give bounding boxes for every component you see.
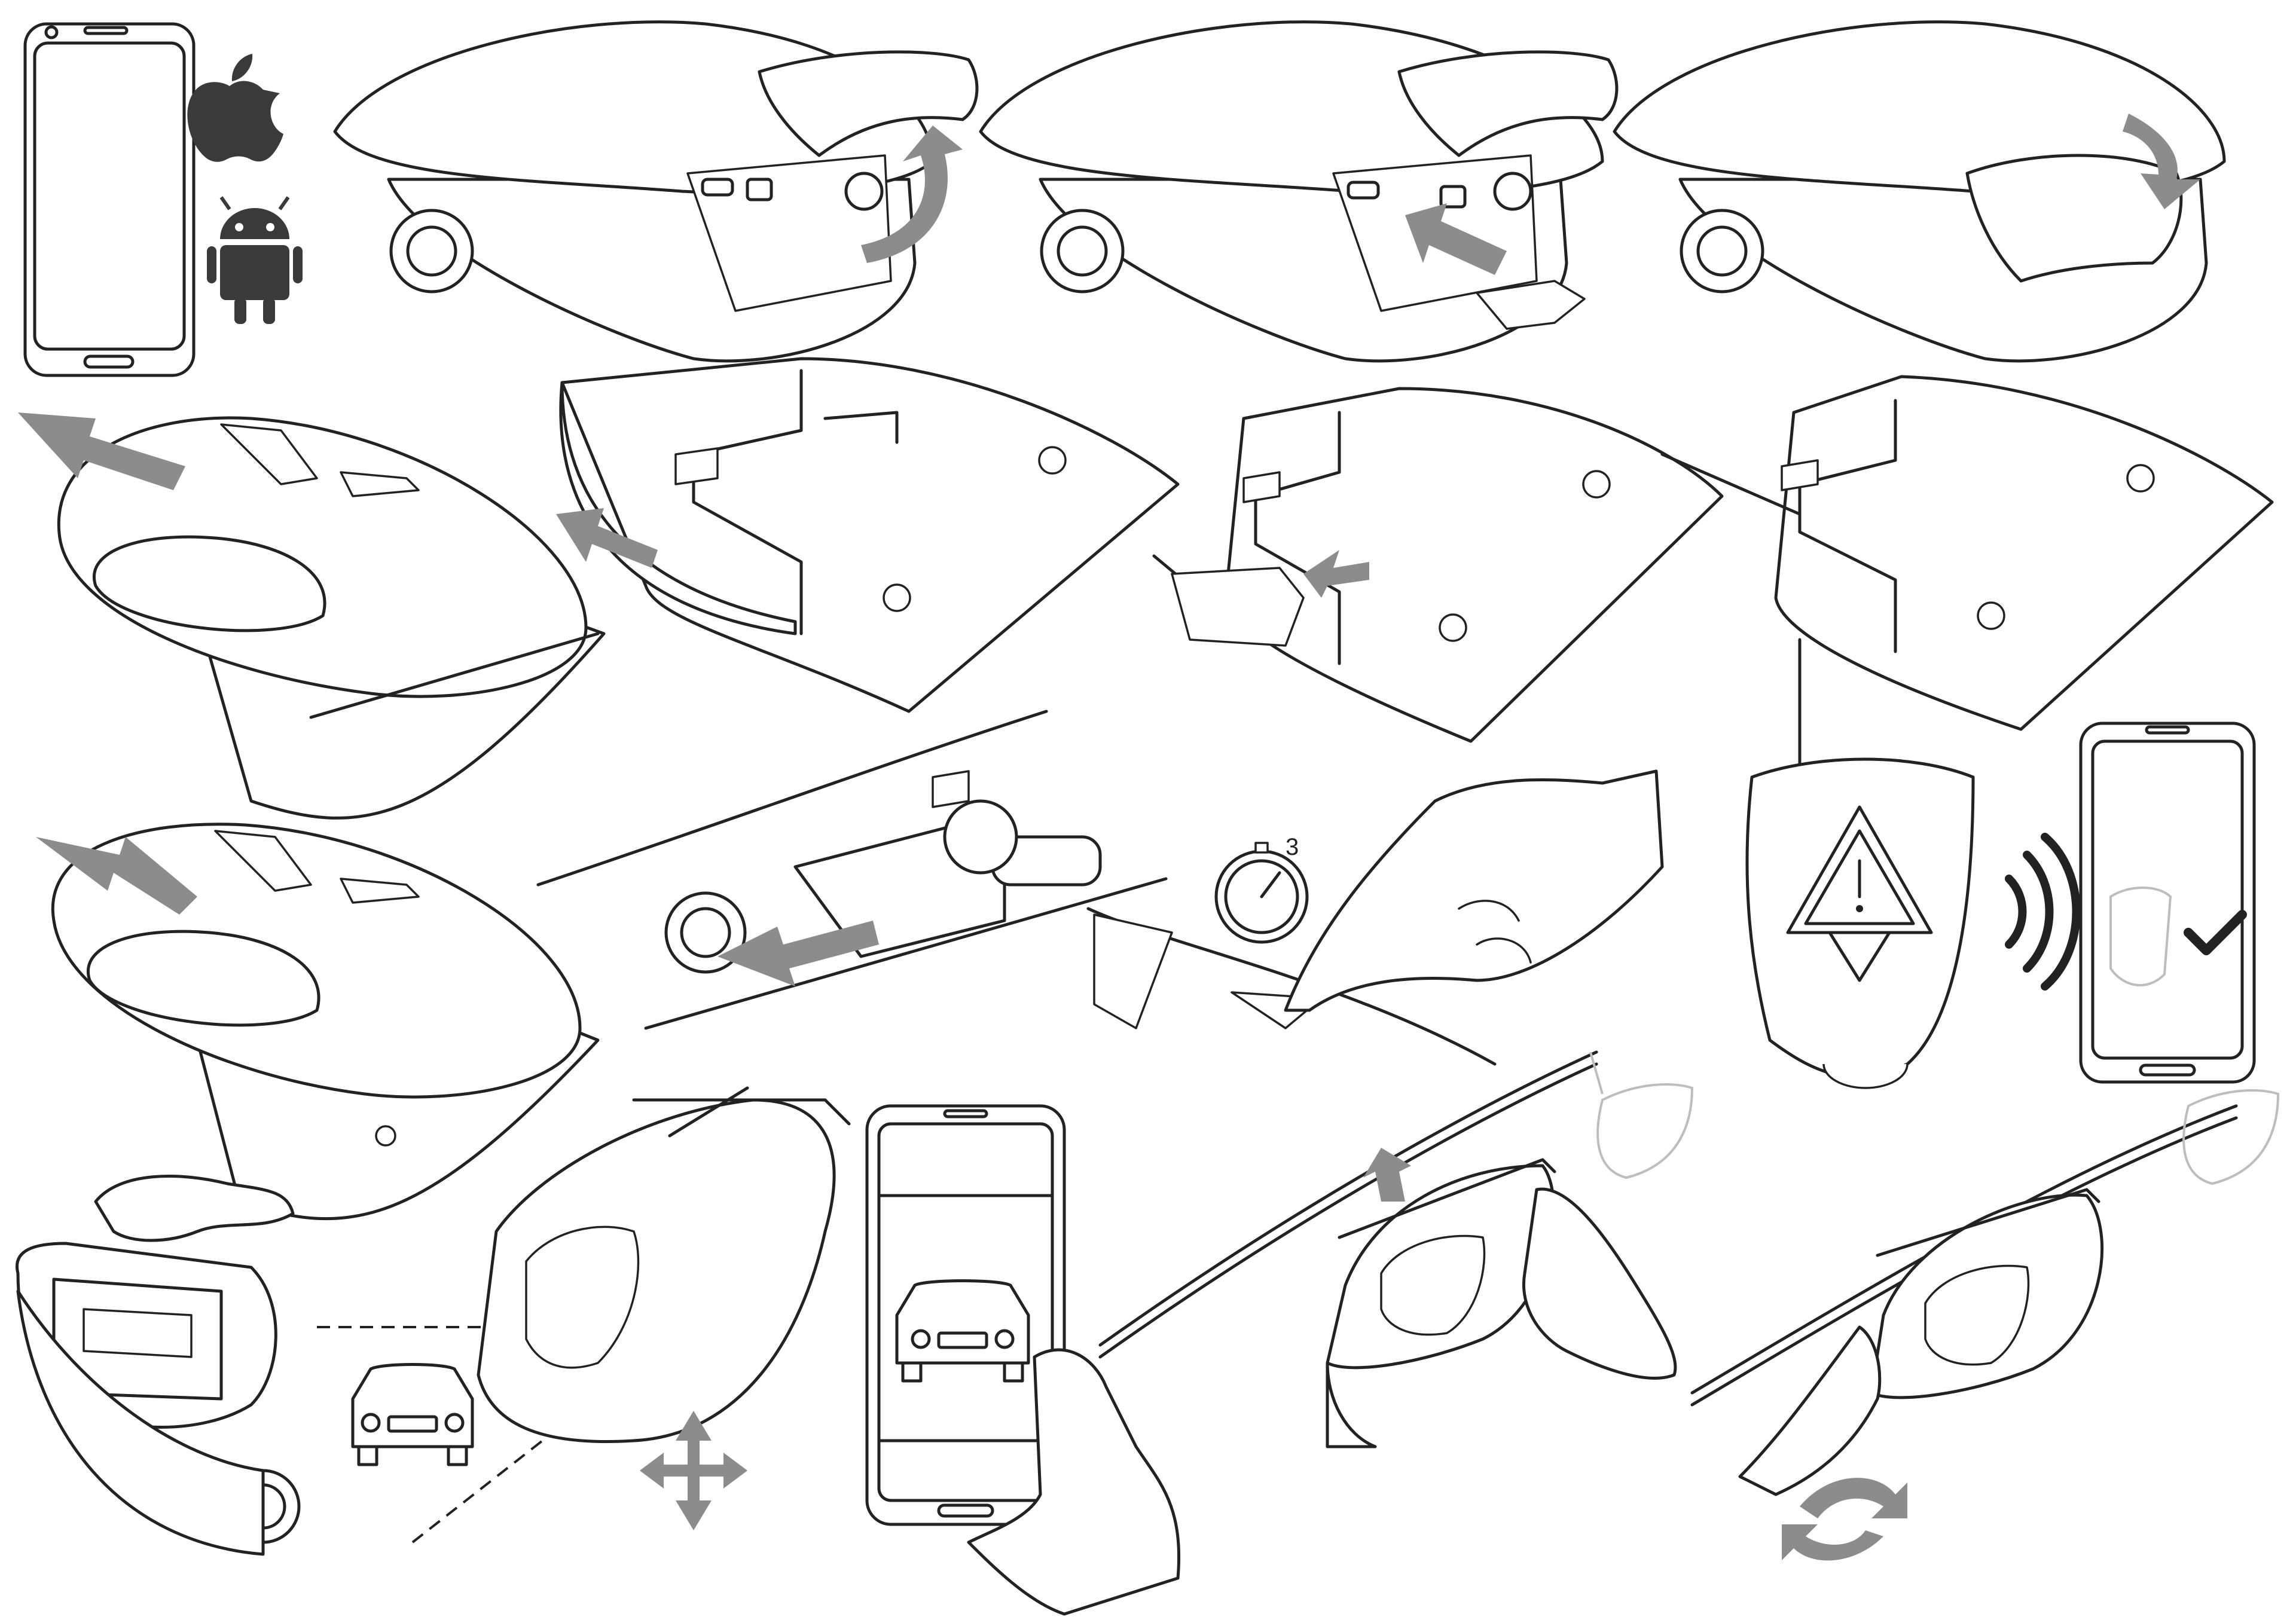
pairing-remote (1745, 757, 1975, 1078)
timer-seconds-label: 3 (1286, 834, 1299, 860)
arrow-insert-card (1405, 203, 1507, 275)
arrow-plug-in (1303, 550, 1369, 598)
step-rotate-adjust (1690, 1089, 2280, 1561)
usb-cable-plug (1171, 567, 1305, 647)
move-arrows-icon (640, 1411, 747, 1530)
arrow-cable-routing (556, 508, 658, 568)
arrow-slide-off (18, 412, 185, 490)
attaching-hand (1522, 1187, 1677, 1380)
car-icon (895, 1279, 1030, 1383)
step-cable-routing-right (1660, 375, 2274, 731)
arrow-slide-on (36, 837, 197, 915)
pressing-hand (1284, 769, 1664, 1012)
checkmark-icon (2184, 910, 2247, 955)
step-attach-windshield (1098, 1050, 1694, 1448)
arrow-close-cover (2123, 114, 2200, 209)
step-open-cover (333, 20, 979, 363)
sd-card (1476, 280, 1586, 330)
step-insert-sd-card (979, 20, 1619, 363)
step-cable-routing-middle (1152, 387, 1724, 743)
stopwatch-icon (1214, 842, 1309, 944)
step-power-socket (536, 710, 1168, 1030)
apple-logo-icon (187, 54, 283, 162)
arrow-plug-into-socket (718, 921, 879, 986)
arrow-lift-cover (861, 126, 963, 263)
android-logo-icon (207, 196, 303, 324)
step-app-camera-view (865, 1104, 1181, 1616)
rotating-hand (1738, 1325, 1882, 1496)
step-pairing (1745, 638, 2256, 1089)
rotate-arrows-icon (1782, 1478, 1907, 1561)
step-mount-device (16, 1175, 301, 1556)
step-press-button-timer: 3 (1086, 769, 1664, 1066)
signal-waves-icon (2005, 833, 2081, 991)
holding-hand (967, 1348, 1181, 1616)
peeling-hand (94, 1175, 295, 1242)
step-slide-off-device (18, 412, 606, 820)
step-phone-app-download (23, 22, 303, 377)
warning-triangle-icon (1786, 805, 1933, 982)
step-close-cover (1613, 20, 2226, 363)
arrow-push-up (1363, 1148, 1411, 1202)
car-icon (351, 1363, 474, 1466)
step-align-camera (317, 1086, 851, 1543)
step-slide-on-device (36, 823, 600, 1221)
step-cable-routing-left (556, 357, 1180, 713)
